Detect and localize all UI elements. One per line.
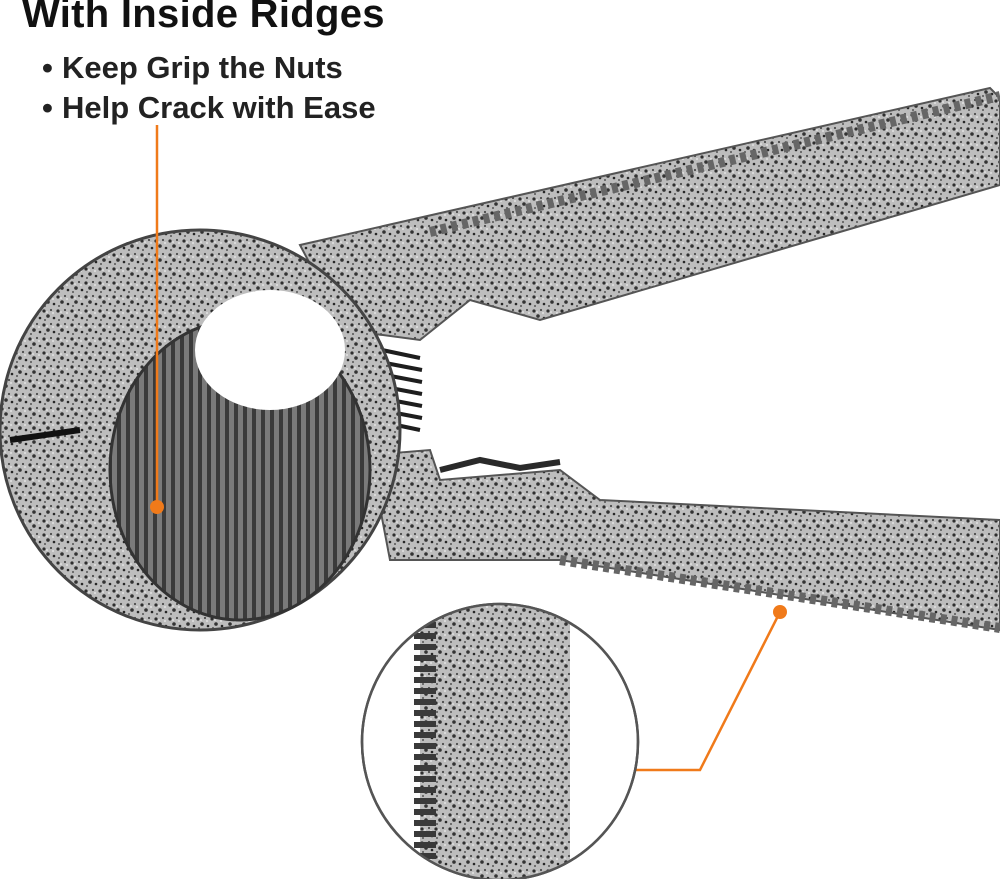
headline: With Inside Ridges	[22, 0, 385, 36]
callout-lines	[150, 125, 787, 772]
cracker-head	[0, 228, 402, 632]
feature-item: • Keep Grip the Nuts	[42, 48, 376, 88]
feature-text: Help Crack with Ease	[62, 90, 376, 125]
upper-handle	[298, 86, 1000, 342]
lower-handle	[368, 448, 1000, 633]
zoom-detail	[360, 602, 640, 879]
feature-text: Keep Grip the Nuts	[62, 50, 343, 85]
spring	[379, 348, 423, 432]
bullet-marker: •	[42, 90, 53, 125]
bullet-marker: •	[42, 50, 53, 85]
feature-list: • Keep Grip the Nuts • Help Crack with Eas…	[42, 48, 376, 128]
feature-item: • Help Crack with Ease	[42, 88, 376, 128]
